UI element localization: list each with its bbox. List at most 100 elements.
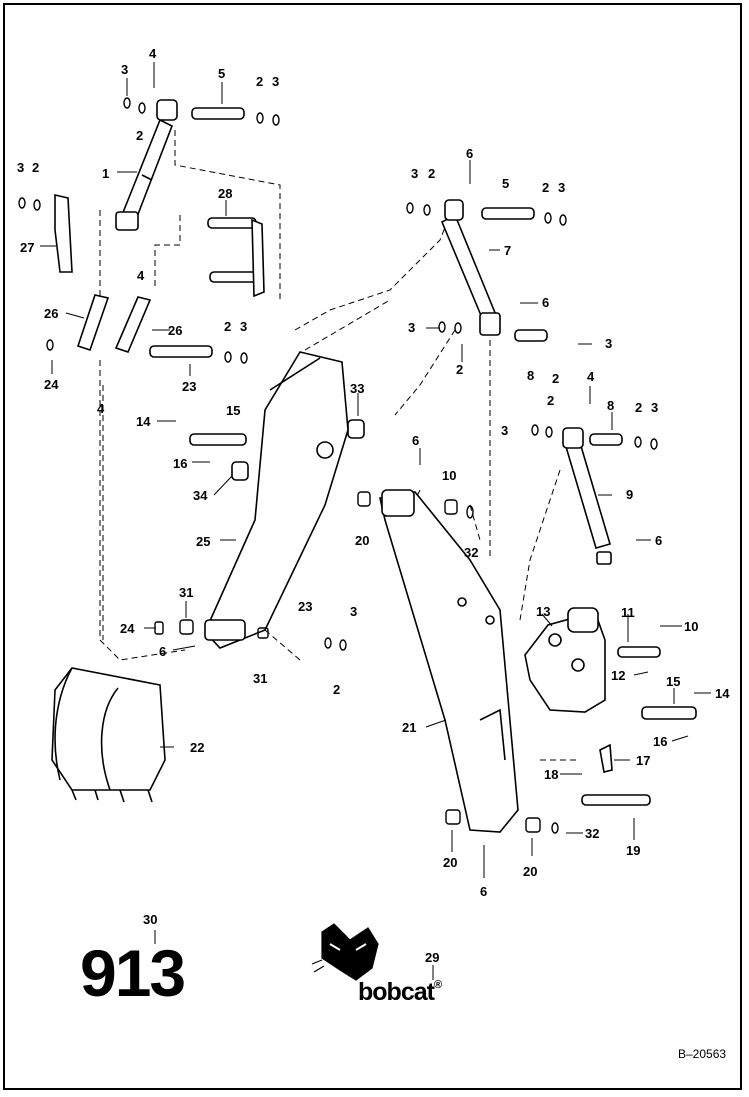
callout-14: 14 xyxy=(715,686,730,701)
model-number: 913 xyxy=(80,936,186,1010)
callout-6: 6 xyxy=(159,644,166,659)
callout-9: 9 xyxy=(626,487,633,502)
callout-6: 6 xyxy=(542,295,549,310)
callout-19: 19 xyxy=(626,843,640,858)
pin-part-8-upper xyxy=(514,329,548,342)
callout-32: 32 xyxy=(464,545,478,560)
callout-3: 3 xyxy=(411,166,418,181)
callout-2: 2 xyxy=(635,400,642,415)
callout-3: 3 xyxy=(605,336,612,351)
callout-20: 20 xyxy=(355,533,369,548)
arm-part-21 xyxy=(379,489,519,833)
pin-part-11 xyxy=(617,646,661,658)
callout-3: 3 xyxy=(240,319,247,334)
pin-part-15-right xyxy=(641,706,697,720)
cylinder-part-9 xyxy=(562,427,612,565)
cylinder-part-7 xyxy=(440,199,501,336)
callout-2: 2 xyxy=(542,180,549,195)
callout-11: 11 xyxy=(621,605,635,620)
callout-6: 6 xyxy=(480,884,487,899)
callout-10: 10 xyxy=(684,619,698,634)
leader-lines xyxy=(40,62,711,980)
callout-31: 31 xyxy=(179,585,193,600)
callout-18: 18 xyxy=(544,767,558,782)
callout-8: 8 xyxy=(607,398,614,413)
callout-32: 32 xyxy=(585,826,599,841)
logo-wordmark: bobcat® xyxy=(358,978,442,1006)
callout-10: 10 xyxy=(442,468,456,483)
callout-4: 4 xyxy=(97,401,105,416)
bobcat-logo-icon xyxy=(311,923,379,981)
callout-16: 16 xyxy=(173,456,187,471)
callout-4: 4 xyxy=(137,268,145,283)
callout-1: 1 xyxy=(102,166,109,181)
callout-20: 20 xyxy=(443,855,457,870)
callout-25: 25 xyxy=(196,534,210,549)
callout-29: 29 xyxy=(425,950,439,965)
callout-21: 21 xyxy=(402,720,416,735)
callout-6: 6 xyxy=(466,146,473,161)
pin-part-15 xyxy=(189,433,247,446)
pin-part-19 xyxy=(581,794,651,806)
callout-26: 26 xyxy=(168,323,182,338)
callout-23: 23 xyxy=(182,379,196,394)
callout-15: 15 xyxy=(226,403,240,418)
callout-17: 17 xyxy=(636,753,650,768)
callout-27: 27 xyxy=(20,240,34,255)
callout-3: 3 xyxy=(17,160,24,175)
callout-8: 8 xyxy=(527,368,534,383)
callout-3: 3 xyxy=(350,604,357,619)
callout-2: 2 xyxy=(552,371,559,386)
bracket-part-27 xyxy=(54,193,73,273)
callout-2: 2 xyxy=(456,362,463,377)
pin-part-5-right xyxy=(481,207,535,220)
callout-24: 24 xyxy=(120,621,135,636)
callout-4: 4 xyxy=(149,46,157,61)
callout-2: 2 xyxy=(256,74,263,89)
callout-2: 2 xyxy=(547,393,554,408)
callout-5: 5 xyxy=(502,176,509,191)
callout-3: 3 xyxy=(121,62,128,77)
boom-part-25 xyxy=(204,351,349,649)
callout-3: 3 xyxy=(558,180,565,195)
callout-2: 2 xyxy=(428,166,435,181)
swing-frame-part-13 xyxy=(524,607,606,713)
callout-30: 30 xyxy=(143,912,157,927)
callout-13: 13 xyxy=(536,604,550,619)
callout-16: 16 xyxy=(653,734,667,749)
callout-33: 33 xyxy=(350,381,364,396)
pin-part-5-left xyxy=(191,107,245,120)
callout-23: 23 xyxy=(298,599,312,614)
callout-labels: 1 2 2 2 2 2 2 2 2 2 2 2 3 3 3 3 3 3 3 3 … xyxy=(17,46,730,965)
pin-part-8-lower xyxy=(589,433,623,446)
bucket-part-22 xyxy=(51,667,166,803)
document-code: B–20563 xyxy=(678,1047,727,1061)
callout-6: 6 xyxy=(412,433,419,448)
callout-3: 3 xyxy=(408,320,415,335)
callout-26: 26 xyxy=(44,306,58,321)
dashed-guide-lines xyxy=(99,130,580,761)
callout-5: 5 xyxy=(218,66,225,81)
washers xyxy=(18,97,658,834)
callout-31: 31 xyxy=(253,671,267,686)
registered-mark: ® xyxy=(433,979,442,991)
callout-6: 6 xyxy=(655,533,662,548)
clip-part-17 xyxy=(599,743,613,773)
links-part-26 xyxy=(76,294,152,353)
callout-22: 22 xyxy=(190,740,204,755)
callout-3: 3 xyxy=(651,400,658,415)
logo-text: bobcat xyxy=(358,978,435,1006)
pin-part-23 xyxy=(149,345,213,358)
callout-2: 2 xyxy=(333,682,340,697)
callout-15: 15 xyxy=(666,674,680,689)
callout-3: 3 xyxy=(272,74,279,89)
callout-12: 12 xyxy=(611,668,625,683)
callout-2: 2 xyxy=(32,160,39,175)
callout-34: 34 xyxy=(193,488,208,503)
link-part-28 xyxy=(207,217,265,298)
callout-2: 2 xyxy=(136,128,143,143)
callout-28: 28 xyxy=(218,186,232,201)
diagram-frame xyxy=(3,3,742,1090)
callout-7: 7 xyxy=(504,243,511,258)
